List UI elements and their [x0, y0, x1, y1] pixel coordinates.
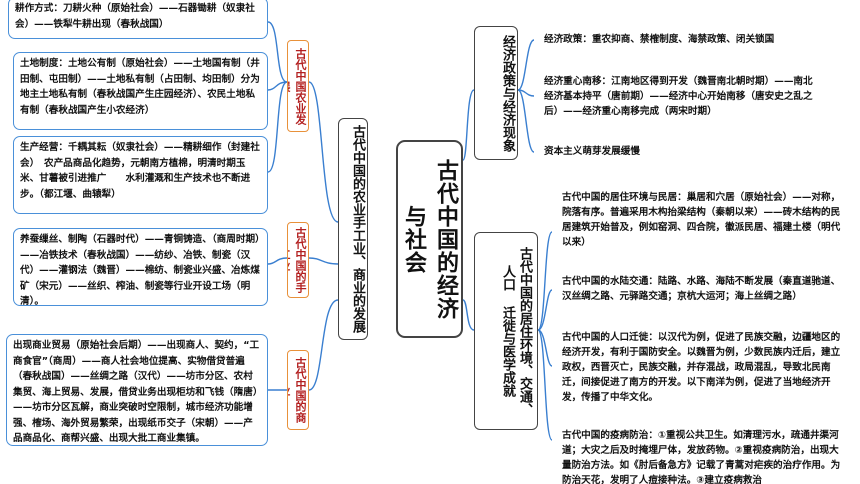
commerce-box: 出现商业贸易（原始社会后期）——出现商人、契约，“工商食官”（商周）——商人社会…	[6, 334, 268, 446]
connector-b2-item2	[537, 289, 553, 331]
connector-g1-box3	[267, 81, 288, 173]
connector-left-group1	[308, 81, 339, 223]
connector-left-group2	[308, 257, 339, 265]
group-label-agriculture: 古代中国农业发展	[287, 40, 309, 132]
agri-box-farming: 耕作方式：刀耕火种（原始社会）——石器锄耕（奴隶社会）——铁犁牛耕出现（春秋战国…	[8, 0, 268, 39]
branch-residence-subtitle: 迁徙与医学成就	[500, 306, 515, 397]
connector-g1-box1	[267, 21, 288, 83]
branch-agriculture-handicraft-commerce: 古代中国的农业手工业、商业的发展	[338, 118, 368, 340]
society-item-transport: 古代中国的水陆交通：陆路、水路、海陆不断发展（秦直道驰道、汉丝绸之路、元驿路交通…	[562, 276, 841, 302]
connector-right-branch1	[462, 89, 475, 161]
society-item-residence: 古代中国的居住环境与民居：巢居和穴居（原始社会）——对称，院落有序。普遍采用木构…	[562, 192, 841, 248]
handicraft-box: 养蚕缫丝、制陶（石器时代）——青铜铸造、（商周时期）——冶铁技术（春秋战国）——…	[13, 228, 268, 306]
connector-b2-item4	[537, 329, 553, 441]
branch-residence-title: 古代中国的居住环境、交通、人口	[500, 246, 532, 416]
group-label-handicraft: 古代中国的手工业	[287, 222, 309, 298]
branch-economic-policy: 经济政策与经济现象	[474, 26, 518, 160]
econ-item-center-south: 经济重心南移：江南地区得到开发（魏晋南北朝时期）——南北经济基本持平（唐前期）—…	[544, 76, 813, 117]
central-topic: 古代中国的经济与社会	[396, 140, 463, 338]
econ-item-capitalism: 资本主义萌芽发展缓慢	[544, 146, 640, 157]
society-item-migration: 古代中国的人口迁徙：以汉代为例，促进了民族交融，边疆地区的经济开发，有利于国防安…	[562, 332, 841, 403]
connector-group	[267, 21, 553, 441]
connector-b2-item1	[537, 231, 553, 331]
branch-residence-traffic-population: 古代中国的居住环境、交通、人口 迁徙与医学成就	[474, 232, 538, 430]
connector-left-group3	[308, 299, 339, 391]
connector-b1-item3	[517, 89, 535, 153]
connector-right-branch2	[462, 299, 475, 331]
society-item-epidemic: 古代中国的疫病防治：①重视公共卫生。如清理污水，疏通井渠河道；大灾之后及时掩埋尸…	[562, 430, 841, 484]
econ-item-policy: 经济政策：重农抑商、禁榷制度、海禁政策、闭关锁国	[544, 34, 775, 45]
connector-g1-box2	[267, 81, 288, 91]
agri-box-production: 生产经营：千耦其耘（奴隶社会）——精耕细作（封建社会） 农产品商品化趋势，元朝南…	[13, 136, 268, 214]
connector-b1-item1	[517, 39, 535, 91]
group-label-commerce: 古代中国的商业	[287, 350, 309, 430]
connector-g2-box1	[267, 257, 288, 265]
agri-box-land-system: 土地制度：土地公有制（原始社会）——土地国有制（井田制、屯田制）——土地私有制（…	[13, 52, 268, 130]
